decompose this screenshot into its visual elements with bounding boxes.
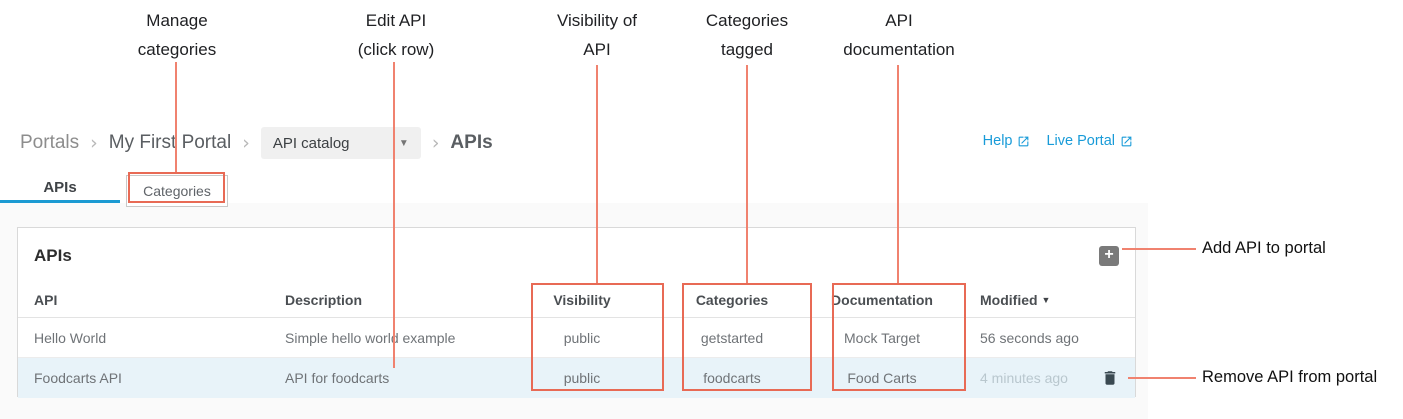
live-portal-link-label: Live Portal xyxy=(1046,133,1115,149)
annotation-edit-api: Edit API (click row) xyxy=(357,11,435,59)
col-header-categories: Categories xyxy=(695,292,769,308)
external-link-icon xyxy=(1120,135,1133,148)
cell-api: Hello World xyxy=(34,329,107,346)
active-tab-underline xyxy=(0,200,120,203)
page-dropdown-value: API catalog xyxy=(272,134,350,152)
annotation-manage-categories: Manage categories xyxy=(137,11,217,59)
breadcrumb: Portals › My First Portal › API catalog … xyxy=(20,126,493,160)
dropdown-caret-icon: ▼ xyxy=(398,137,409,149)
breadcrumb-my-first-portal[interactable]: My First Portal xyxy=(108,132,232,153)
annotation-visibility-of-api: Visibility of API xyxy=(557,11,637,59)
annotation-remove-api: Remove API from portal xyxy=(1202,368,1378,386)
header-links: Help Live Portal xyxy=(983,133,1133,149)
callout-box-categories-column xyxy=(682,283,812,391)
plus-icon: + xyxy=(1104,245,1114,263)
cell-description: API for foodcarts xyxy=(285,370,390,386)
help-link-label: Help xyxy=(982,133,1013,149)
live-portal-link[interactable]: Live Portal xyxy=(1046,133,1133,149)
callout-box-documentation-column xyxy=(832,283,966,391)
cell-visibility: public xyxy=(563,370,601,386)
tab-apis[interactable]: APIs xyxy=(43,179,77,196)
external-link-icon xyxy=(1017,135,1030,148)
col-header-api: API xyxy=(34,292,58,308)
cell-categories: foodcarts xyxy=(703,370,761,386)
cell-modified: 4 minutes ago xyxy=(980,370,1068,386)
cell-api: Foodcarts API xyxy=(34,370,122,386)
breadcrumb-portals[interactable]: Portals xyxy=(20,132,80,153)
table-row[interactable]: Hello World Simple hello world example p… xyxy=(18,318,1135,358)
col-header-visibility: Visibility xyxy=(553,292,611,308)
cell-modified: 56 seconds ago xyxy=(980,329,1079,346)
callout-line-edit-api xyxy=(393,62,395,368)
callout-line-visibility xyxy=(596,65,598,283)
add-api-button[interactable]: + xyxy=(1099,245,1119,266)
cell-documentation: Food Carts xyxy=(847,370,917,386)
table-header-row: API Description Visibility Categories Do… xyxy=(18,283,1135,318)
chevron-separator-icon: › xyxy=(90,132,98,154)
cell-categories: getstarted xyxy=(700,329,764,346)
apis-panel-header: APIs + xyxy=(18,228,1135,283)
page-dropdown[interactable]: API catalog ▼ xyxy=(260,127,421,159)
callout-box-visibility-column xyxy=(531,283,664,391)
sort-desc-icon: ▼ xyxy=(1041,295,1051,305)
annotation-api-documentation: API documentation xyxy=(843,11,955,59)
annotation-categories-tagged: Categories tagged xyxy=(705,11,789,59)
callout-line-manage-categories xyxy=(175,62,177,172)
trash-icon xyxy=(1101,368,1119,388)
chevron-separator-icon: › xyxy=(431,132,440,154)
cell-visibility: public xyxy=(563,329,601,346)
cell-documentation: Mock Target xyxy=(844,329,920,346)
table-row[interactable]: Foodcarts API API for foodcarts public f… xyxy=(18,358,1135,398)
callout-line-categories xyxy=(746,65,748,283)
col-header-modified-label: Modified xyxy=(980,292,1038,308)
breadcrumb-current-apis: APIs xyxy=(450,132,493,153)
col-header-modified[interactable]: Modified ▼ xyxy=(957,292,1135,308)
annotation-add-api: Add API to portal xyxy=(1202,239,1326,257)
callout-line-remove-api xyxy=(1128,377,1196,379)
callout-box-categories-tab xyxy=(128,172,225,203)
chevron-separator-icon: › xyxy=(242,132,250,154)
cell-description: Simple hello world example xyxy=(285,329,456,346)
panel-title: APIs xyxy=(34,245,72,265)
help-link[interactable]: Help xyxy=(983,133,1031,149)
callout-line-add-api xyxy=(1122,248,1196,250)
remove-api-button[interactable] xyxy=(1101,368,1119,388)
callout-line-documentation xyxy=(897,65,899,283)
col-header-description: Description xyxy=(285,292,363,308)
apis-panel: APIs + API Description Visibility Catego… xyxy=(17,227,1136,398)
col-header-documentation: Documentation xyxy=(831,292,933,308)
